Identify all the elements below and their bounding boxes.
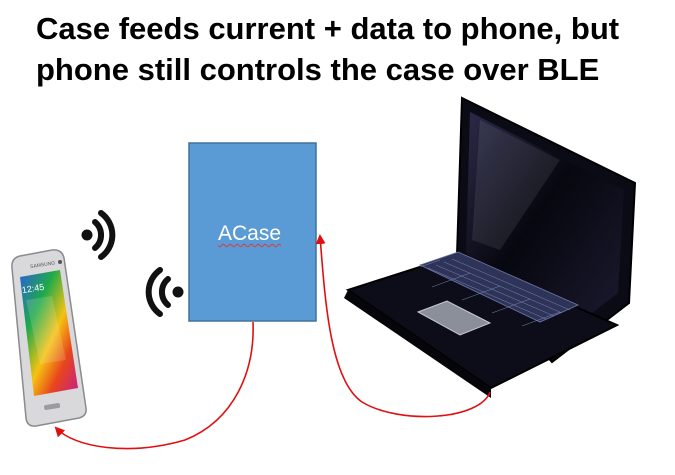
title-line-1: Case feeds current + data to phone, but [36,11,620,46]
case-to-phone-arrow [54,321,254,450]
title-line-2: phone still controls the case over BLE [36,52,600,87]
diagram-title: Case feeds current + data to phone, but … [36,8,671,90]
phone-signal-icon [81,210,116,260]
laptop-illustration [344,96,637,398]
laptop-to-case-arrow [315,234,491,418]
case-signal-icon [145,267,184,317]
acase-box [188,142,317,322]
phone-brand-text: SAMSUNG [30,260,56,270]
phone-clock-text: 12:45 [21,282,45,295]
acase-label: ACase [218,222,282,245]
phone-illustration [11,249,87,427]
